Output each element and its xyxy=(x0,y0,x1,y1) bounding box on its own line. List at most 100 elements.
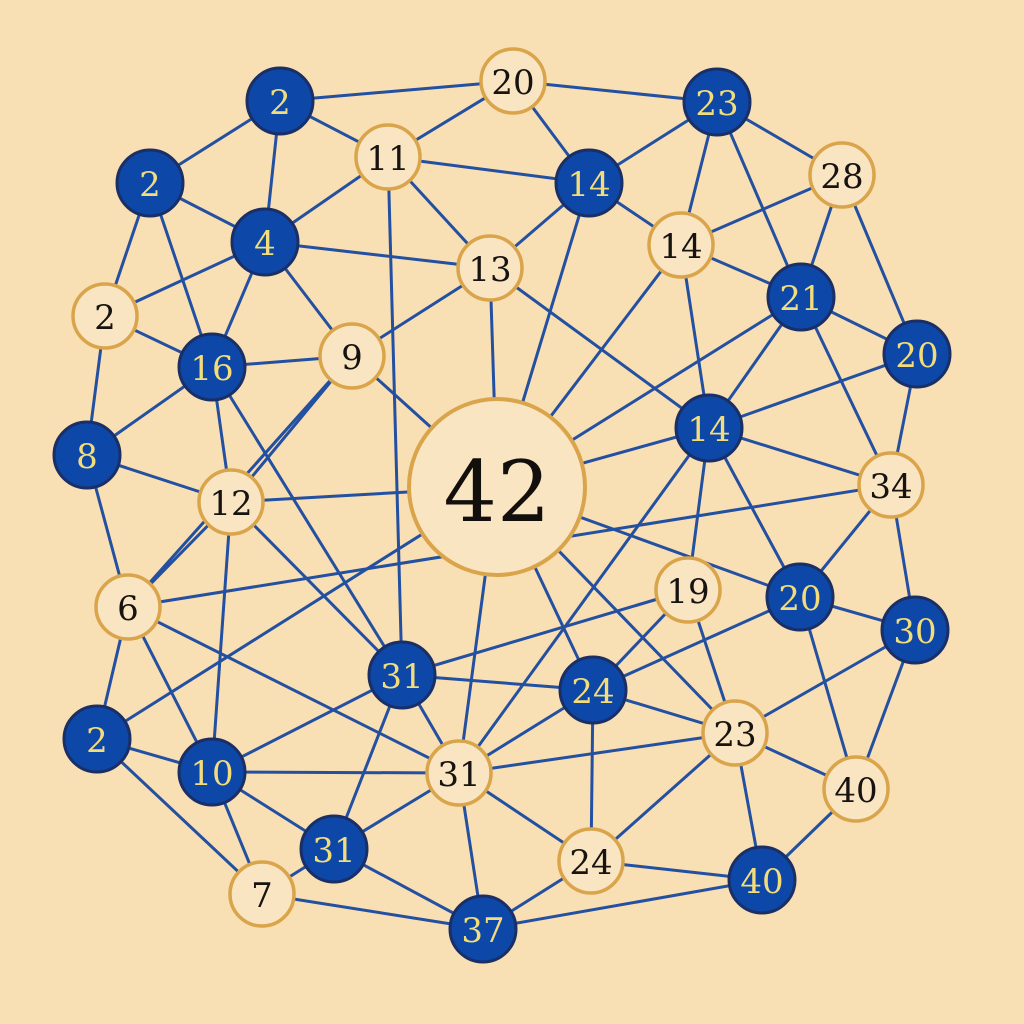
node-n17: 14 xyxy=(674,393,744,463)
node-circle xyxy=(318,322,386,390)
hub-node: 42 xyxy=(407,397,587,577)
edge-n15-n17 xyxy=(707,352,919,430)
node-label: 2 xyxy=(269,83,291,123)
node-label: 40 xyxy=(834,771,877,811)
node-circle xyxy=(882,319,952,389)
node-circle xyxy=(857,451,925,519)
node-n19: 34 xyxy=(857,451,925,519)
node-circle xyxy=(727,845,797,915)
node-n27: 23 xyxy=(701,699,769,767)
edge-n28-n29 xyxy=(210,770,461,775)
node-circle xyxy=(71,282,139,350)
node-label: 21 xyxy=(779,279,822,319)
node-n9: 13 xyxy=(456,234,524,302)
edge-n23-n27 xyxy=(733,628,917,735)
node-n26: 2 xyxy=(62,704,132,774)
node-n16: 8 xyxy=(52,420,122,490)
node-label: 2 xyxy=(94,298,116,338)
node-label: 2 xyxy=(86,721,108,761)
edge-n17-n29 xyxy=(457,426,711,775)
node-label: 14 xyxy=(687,410,730,450)
node-circle xyxy=(354,123,422,191)
node-label: 40 xyxy=(740,862,783,902)
edge-n12-n19 xyxy=(799,295,893,487)
node-label: 20 xyxy=(778,579,821,619)
node-circle xyxy=(682,67,752,137)
node-n3: 23 xyxy=(682,67,752,137)
node-circle xyxy=(245,66,315,136)
node-n34: 40 xyxy=(727,845,797,915)
node-label: 19 xyxy=(666,572,709,612)
edge-n27-n29 xyxy=(457,731,737,775)
edge-n20-n29 xyxy=(126,605,461,775)
edge-n28-n24 xyxy=(210,673,404,774)
node-n31: 31 xyxy=(299,814,369,884)
node-label: 12 xyxy=(209,484,252,524)
node-n32: 24 xyxy=(557,827,625,895)
node-circle xyxy=(177,737,247,807)
node-label: 13 xyxy=(468,250,511,290)
edge-n33-n35 xyxy=(260,892,485,931)
node-label: 31 xyxy=(312,831,355,871)
node-circle xyxy=(554,148,624,218)
node-n30: 40 xyxy=(822,755,890,823)
edge-n5-n24 xyxy=(386,155,404,677)
node-circle xyxy=(456,234,524,302)
node-n33: 7 xyxy=(228,860,296,928)
node-n6: 14 xyxy=(554,148,624,218)
node-n1: 2 xyxy=(245,66,315,136)
node-n23: 30 xyxy=(880,595,950,665)
node-label: 2 xyxy=(139,165,161,205)
node-label: 6 xyxy=(117,589,139,629)
hub-circle xyxy=(407,397,587,577)
node-n35: 37 xyxy=(448,894,518,964)
node-label: 7 xyxy=(251,876,273,916)
node-label: 31 xyxy=(380,657,423,697)
node-label: 31 xyxy=(437,755,480,795)
node-circle xyxy=(228,860,296,928)
node-label: 16 xyxy=(190,349,233,389)
node-label: 9 xyxy=(341,338,363,378)
node-n29: 31 xyxy=(425,739,493,807)
node-label: 24 xyxy=(569,843,612,883)
edge-n8-n9 xyxy=(263,240,492,270)
node-circle xyxy=(230,207,300,277)
node-label: 14 xyxy=(659,227,702,267)
node-circle xyxy=(52,420,122,490)
node-n22: 20 xyxy=(765,562,835,632)
node-label: 10 xyxy=(190,754,233,794)
node-label: 20 xyxy=(895,336,938,376)
node-n20: 6 xyxy=(94,573,162,641)
node-circle xyxy=(115,148,185,218)
node-circle xyxy=(765,562,835,632)
edge-n26-n33 xyxy=(95,737,264,896)
node-n10: 14 xyxy=(647,211,715,279)
node-label: 30 xyxy=(893,612,936,652)
node-label: 14 xyxy=(567,165,610,205)
node-circle xyxy=(822,755,890,823)
hub-label: 42 xyxy=(444,443,551,541)
node-n21: 19 xyxy=(654,556,722,624)
node-label: 11 xyxy=(366,139,409,179)
edge-n18-n28 xyxy=(210,500,233,774)
node-circle xyxy=(674,393,744,463)
node-circle xyxy=(62,704,132,774)
node-circle xyxy=(94,573,162,641)
node-n5: 11 xyxy=(354,123,422,191)
node-label: 8 xyxy=(76,437,98,477)
edge-n13-n24 xyxy=(210,365,404,677)
edge-n1-n2 xyxy=(278,79,515,103)
node-label: 24 xyxy=(571,672,614,712)
node-n7: 28 xyxy=(808,141,876,209)
node-n18: 12 xyxy=(197,468,265,536)
node-n25: 24 xyxy=(558,655,628,725)
node-n14: 9 xyxy=(318,322,386,390)
node-label: 4 xyxy=(254,224,276,264)
node-circle xyxy=(479,47,547,115)
node-n15: 20 xyxy=(882,319,952,389)
node-circle xyxy=(701,699,769,767)
node-n28: 10 xyxy=(177,737,247,807)
node-n12: 21 xyxy=(766,262,836,332)
node-circle xyxy=(880,595,950,665)
